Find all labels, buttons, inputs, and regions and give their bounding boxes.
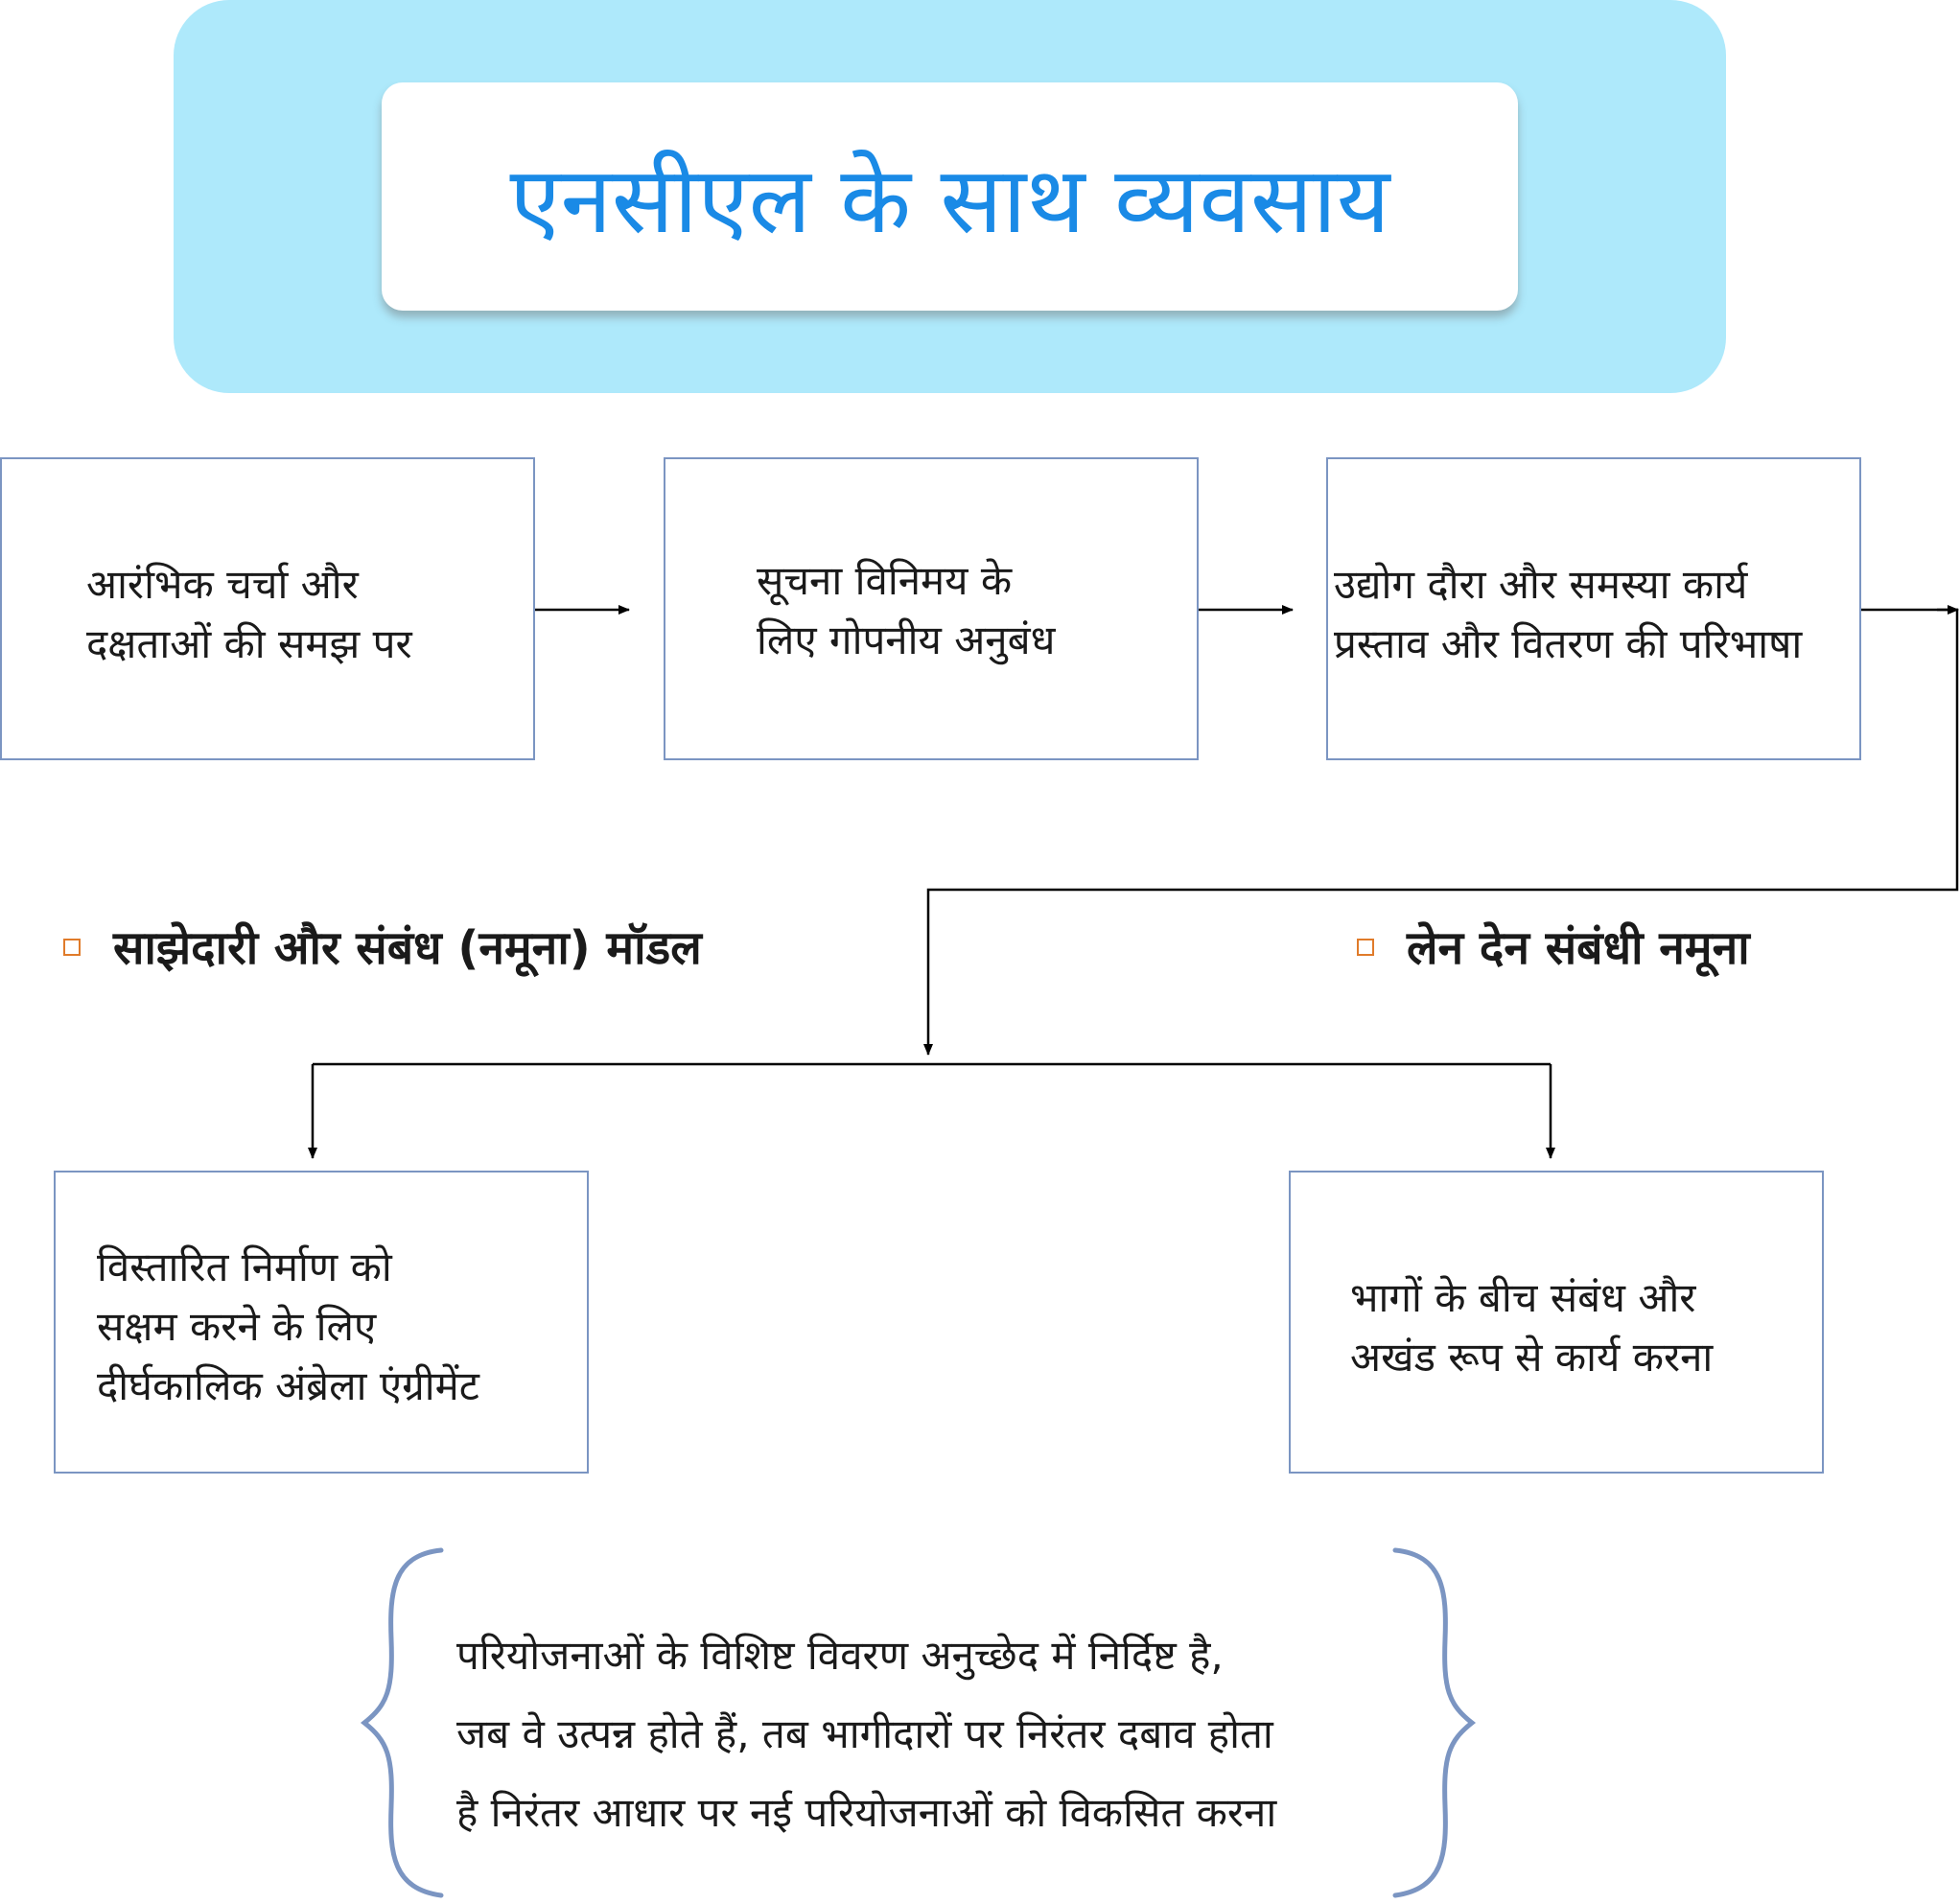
outcome-line: अखंड रूप से कार्य करना [1350, 1334, 1714, 1381]
step-line: दक्षताओं की समझ पर [86, 620, 412, 667]
page-title: एनसीएल के साथ व्यवसाय [509, 146, 1390, 254]
arrow-step3-to-split [923, 608, 1959, 1056]
outcome-line: विस्तारित निर्माण को [97, 1243, 392, 1290]
step-line: प्रस्ताव और वितरण की परिभाषा [1334, 620, 1803, 667]
title-card: एनसीएल के साथ व्यवसाय [382, 82, 1518, 311]
step-box-industry-visit: उद्योग दौरा और समस्या कार्य प्रस्ताव और … [1326, 457, 1861, 760]
step-line: सूचना विनिमय के [757, 557, 1013, 604]
step-text: उद्योग दौरा और समस्या कार्य प्रस्ताव और … [1334, 555, 1802, 674]
step-text: सूचना विनिमय के लिए गोपनीय अनुबंध [757, 551, 1055, 670]
step-line: उद्योग दौरा और समस्या कार्य [1334, 561, 1748, 608]
step-line: आरंभिक चर्चा और [86, 561, 359, 608]
square-bullet-icon [1357, 938, 1374, 956]
outcome-line: सक्षम करने के लिए [97, 1303, 377, 1350]
outcome-line: भागों के बीच संबंध और [1350, 1274, 1696, 1321]
note-text: परियोजनाओं के विशिष्ट विवरण अनुच्छेद में… [456, 1616, 1276, 1852]
outcome-line: दीर्घकालिक अंब्रेला एंग्रीमेंट [97, 1362, 479, 1409]
transaction-model-text: लेन देन संबंधी नमूना [1407, 921, 1750, 975]
note-line: है निरंतर आधार पर नई परियोजनाओं को विकसि… [456, 1789, 1277, 1836]
outcome-box-umbrella-agreement: विस्तारित निर्माण को सक्षम करने के लिए द… [54, 1171, 589, 1474]
outcome-box-seamless-work: भागों के बीच संबंध और अखंड रूप से कार्य … [1289, 1171, 1824, 1474]
partnership-model-text: साझेदारी और संबंध (नमूना) मॉडल [113, 921, 702, 975]
step-text: आरंभिक चर्चा और दक्षताओं की समझ पर [86, 555, 412, 674]
transaction-model-label: लेन देन संबंधी नमूना [1357, 916, 1750, 978]
step-line: लिए गोपनीय अनुबंध [757, 616, 1056, 663]
outcome-text: विस्तारित निर्माण को सक्षम करने के लिए द… [97, 1238, 479, 1416]
note-line: परियोजनाओं के विशिष्ट विवरण अनुच्छेद में… [456, 1632, 1224, 1679]
partnership-model-label: साझेदारी और संबंध (नमूना) मॉडल [63, 916, 702, 978]
right-brace [1392, 1547, 1477, 1898]
step-box-initial-discussion: आरंभिक चर्चा और दक्षताओं की समझ पर [0, 457, 535, 760]
square-bullet-icon [63, 938, 81, 956]
outcome-text: भागों के बीच संबंध और अखंड रूप से कार्य … [1350, 1268, 1713, 1387]
note-line: जब वे उत्पन्न होते हैं, तब भागीदारों पर … [456, 1710, 1273, 1757]
step-box-confidentiality: सूचना विनिमय के लिए गोपनीय अनुबंध [664, 457, 1199, 760]
left-brace [360, 1547, 444, 1898]
